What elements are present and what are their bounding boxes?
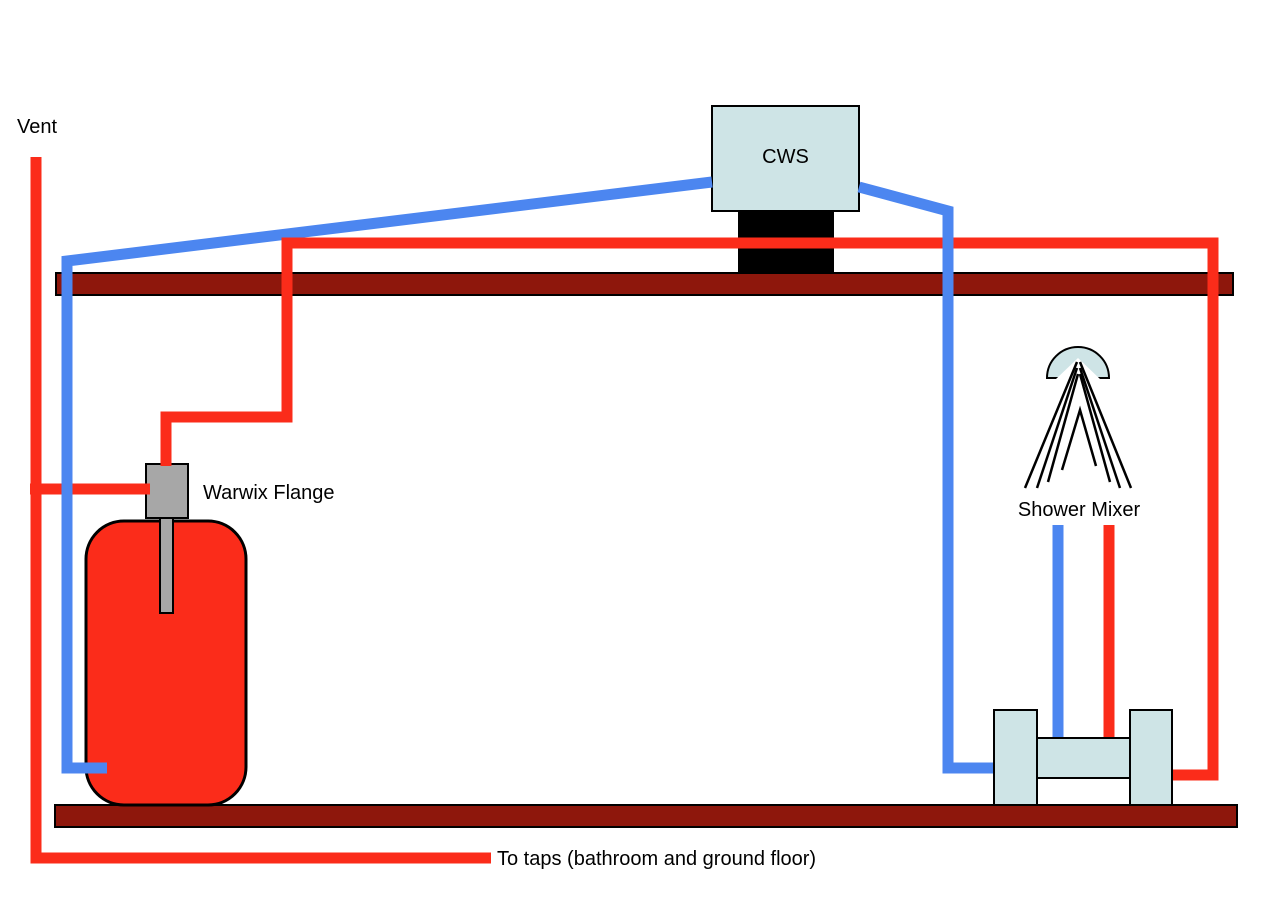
ceiling-joist-bar: [55, 272, 1234, 296]
mixer-valve-connector: [1036, 737, 1131, 779]
cold-feed-to-cylinder-pipe: [61, 176, 713, 774]
mixer-valve-right-body: [1129, 709, 1173, 806]
shower-mixer-label: Shower Mixer: [1017, 499, 1141, 521]
mixer-valve-left-body: [993, 709, 1038, 806]
cws-label: CWS: [762, 146, 809, 168]
warwix-flange-label: Warwix Flange: [203, 482, 335, 504]
shower-head: [1023, 346, 1133, 489]
cws-tank: [711, 105, 860, 212]
vent-label: Vent: [17, 116, 58, 138]
shower-spray-lines: [1023, 361, 1133, 489]
floor-bar: [54, 804, 1238, 828]
flange-dip-tube: [159, 515, 174, 614]
warwix-flange-body: [145, 463, 189, 519]
to-taps-label: To taps (bathroom and ground floor): [497, 848, 817, 870]
vent-to-taps-pipe: [30, 157, 491, 864]
cold-supply-to-mixer-pipe: [857, 181, 999, 774]
hot-distribution-pipe: [160, 237, 1219, 781]
shower-mixer-valve: [993, 709, 1173, 806]
